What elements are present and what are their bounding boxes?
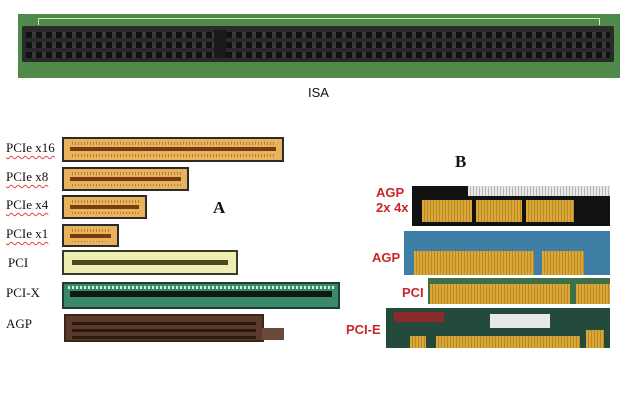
label-pci-card: PCI bbox=[402, 285, 424, 300]
contacts bbox=[476, 200, 522, 222]
contacts bbox=[586, 330, 604, 348]
section-a-letter: A bbox=[213, 198, 226, 217]
label-pcie-x1: PCIe x1 bbox=[6, 226, 49, 241]
label-pci-x: PCI-X bbox=[6, 285, 40, 300]
pin-row bbox=[26, 32, 610, 38]
label-pcie-x8: PCIe x8 bbox=[6, 169, 49, 184]
card-agp-8x bbox=[404, 231, 610, 275]
card-agp-universal bbox=[412, 186, 610, 226]
section-b-letter: B bbox=[455, 152, 467, 171]
isa-caption: ISA bbox=[308, 85, 329, 100]
card-edge-silver bbox=[468, 186, 610, 196]
contacts bbox=[430, 284, 570, 304]
pin-row bbox=[26, 42, 610, 48]
card-pci bbox=[428, 278, 610, 304]
slot-pcie-x4 bbox=[62, 195, 147, 219]
label-pcie-x4: PCIe x4 bbox=[6, 197, 49, 212]
label-pci: PCI bbox=[8, 255, 29, 270]
isa-key bbox=[214, 30, 226, 58]
label-line: AGP bbox=[376, 185, 405, 200]
slot-pci-x bbox=[62, 282, 340, 309]
label-pcie-x16: PCIe x16 bbox=[6, 140, 55, 155]
contacts bbox=[542, 251, 584, 275]
contacts bbox=[410, 336, 426, 348]
slot-pcie-x1 bbox=[62, 224, 119, 247]
contacts bbox=[576, 284, 610, 304]
card-pci-e bbox=[386, 308, 610, 348]
agp-retention-tab bbox=[262, 328, 284, 340]
label-pci-e-card: PCI-E bbox=[346, 322, 381, 337]
isa-slot-connector bbox=[22, 26, 614, 62]
contacts bbox=[436, 336, 580, 348]
card-label-sticker bbox=[490, 314, 550, 328]
slot-agp bbox=[64, 314, 264, 342]
contacts bbox=[526, 200, 574, 222]
capacitors bbox=[394, 312, 444, 322]
contacts bbox=[422, 200, 472, 222]
slot-pcie-x16 bbox=[62, 137, 284, 162]
contacts bbox=[414, 251, 534, 275]
pin-row bbox=[26, 52, 610, 58]
label-agp: AGP bbox=[6, 316, 33, 331]
slot-pcie-x8 bbox=[62, 167, 189, 191]
board-trace bbox=[38, 18, 600, 25]
slot-pci bbox=[62, 250, 238, 275]
